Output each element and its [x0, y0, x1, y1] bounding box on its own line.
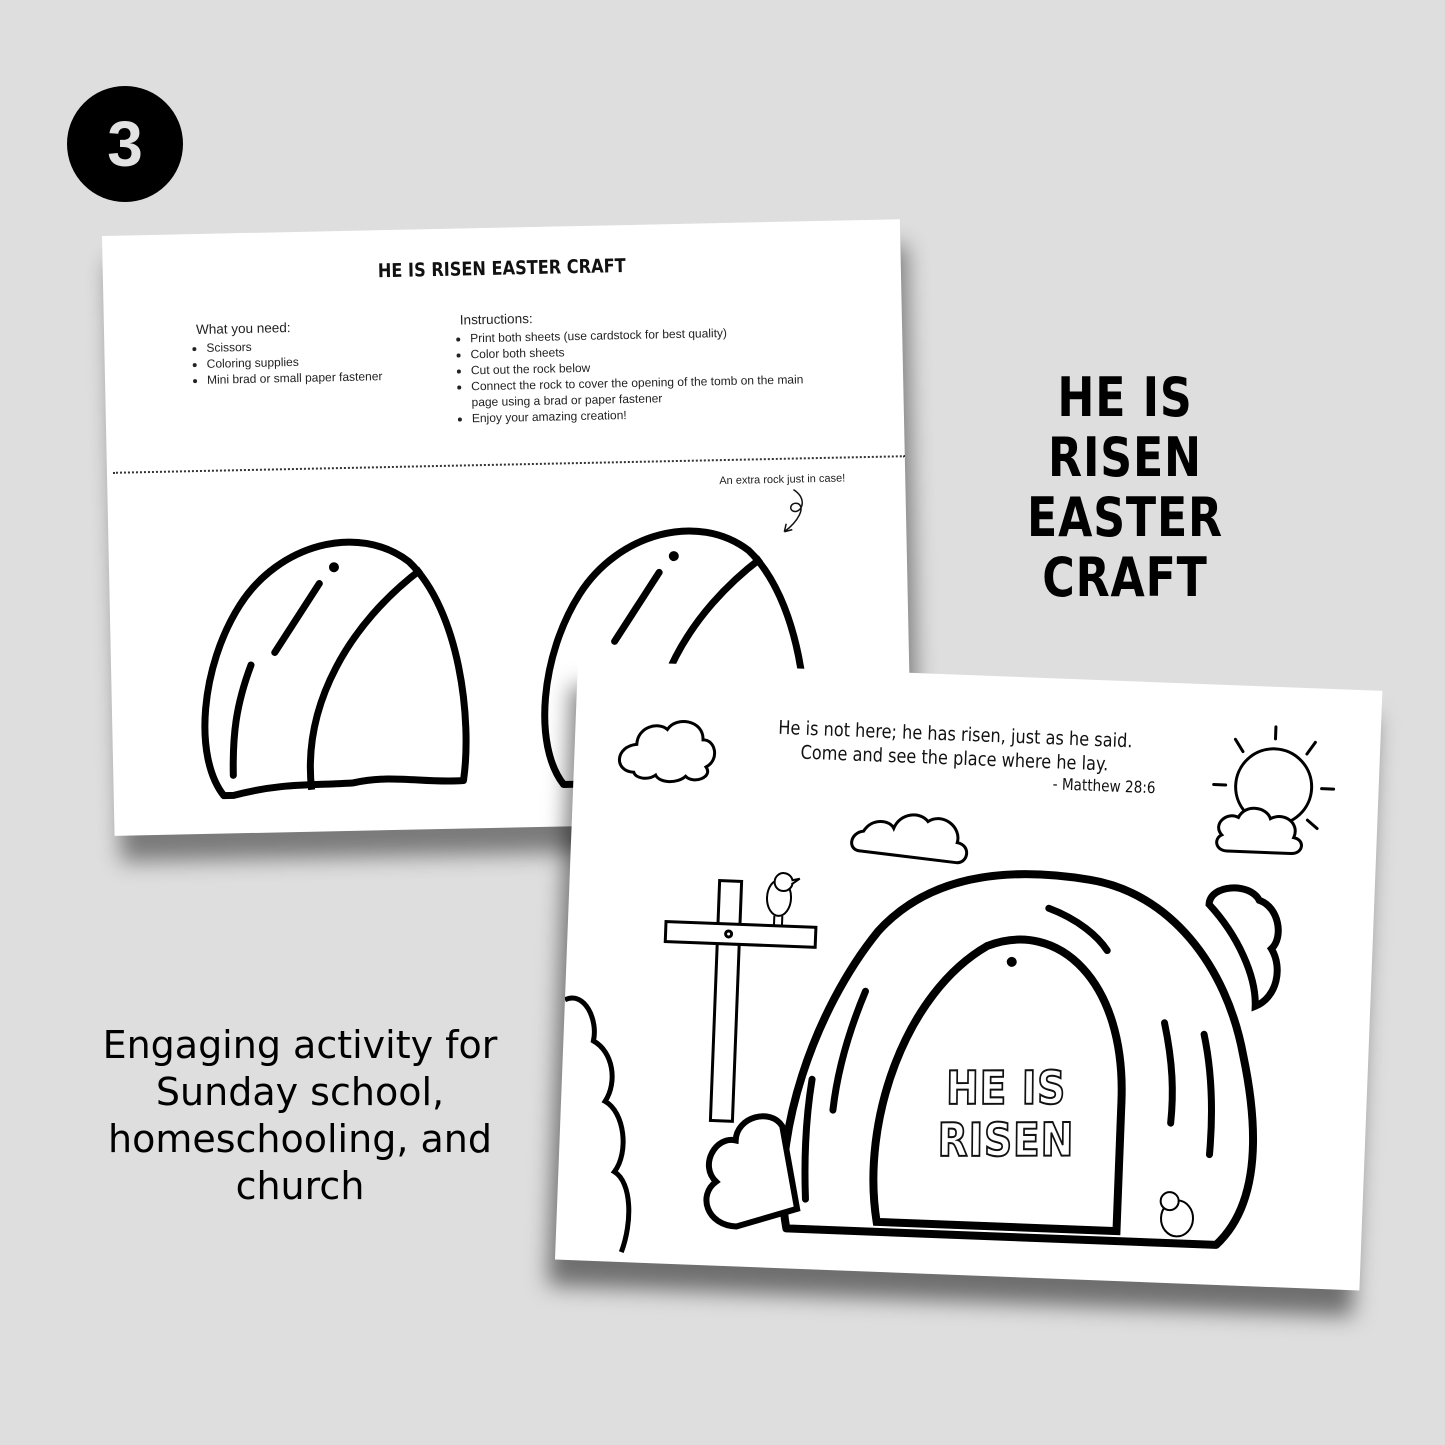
- extra-rock-note: An extra rock just in case!: [719, 472, 846, 488]
- step-number-badge: 3: [67, 86, 183, 202]
- instruction-sheet-title: HE IS RISEN EASTER CRAFT: [377, 255, 626, 283]
- coloring-art: [563, 720, 1336, 1253]
- bush-icon: [703, 1113, 801, 1230]
- sun-icon: [1212, 725, 1336, 856]
- cut-line: [112, 455, 905, 474]
- step-number: 3: [107, 108, 143, 180]
- side-title: HE IS RISEN EASTER CRAFT: [973, 368, 1276, 608]
- chick-icon: [1159, 1191, 1195, 1238]
- curly-arrow-icon: [783, 488, 803, 533]
- side-title-line1: HE IS RISEN: [1048, 366, 1202, 489]
- needs-label: What you need:: [195, 320, 291, 338]
- needs-item: Mini brad or small paper fastener: [207, 368, 383, 388]
- cloud-icon: [850, 813, 969, 865]
- cross-icon: [663, 879, 818, 1123]
- bird-icon: [766, 872, 801, 927]
- rock-cutout-icon: [201, 538, 470, 800]
- side-subtitle: Engaging activity for Sunday school, hom…: [102, 1023, 498, 1208]
- tomb-text: HE IS RISEN: [936, 1060, 1075, 1168]
- cloud-icon: [618, 720, 717, 784]
- instructions-label: Instructions:: [459, 311, 533, 328]
- side-title-line2: EASTER CRAFT: [1027, 486, 1223, 609]
- tomb-icon: [778, 870, 1282, 1249]
- bush-icon: [563, 995, 632, 1253]
- instructions-list: Print both sheets (use cardstock for bes…: [456, 323, 822, 427]
- coloring-sheet: He is not here; he has risen, just as he…: [554, 660, 1383, 1291]
- needs-list: Scissors Coloring supplies Mini brad or …: [192, 336, 382, 388]
